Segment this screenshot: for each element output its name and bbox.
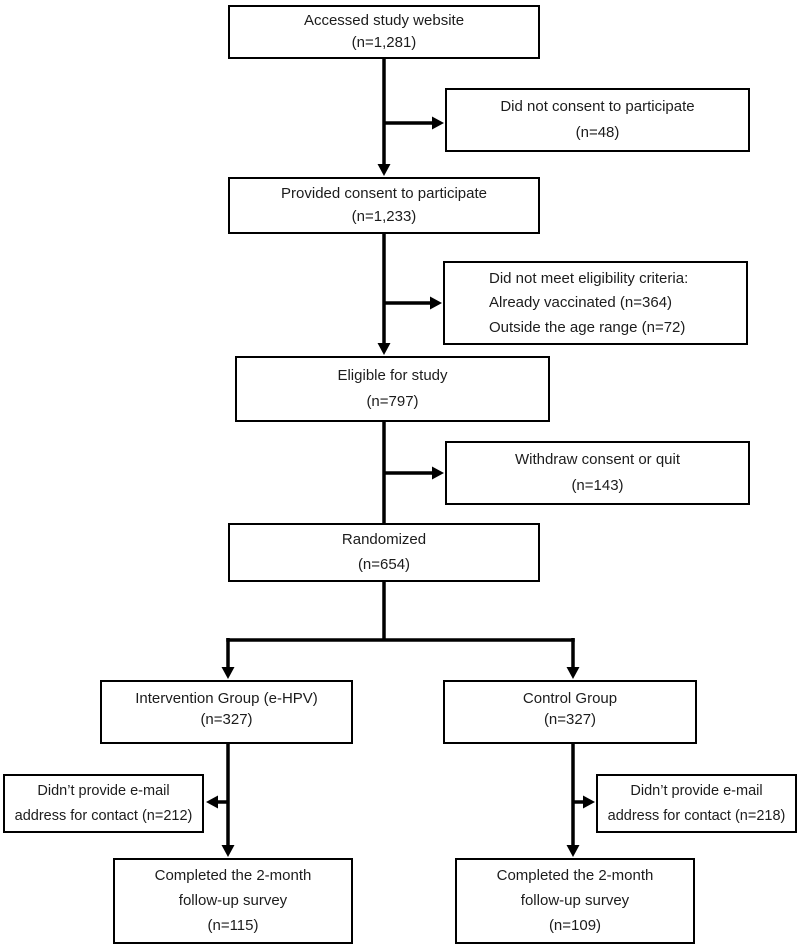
box-line: Randomized (341, 531, 427, 549)
box-line: Accessed study website (303, 11, 465, 29)
flow-box-withdraw-consent: Withdraw consent or quit (n=143) (445, 441, 750, 505)
box-line: Outside the age range (n=72) (489, 318, 686, 336)
connector-randomized-split (221, 581, 580, 679)
box-line: Already vaccinated (n=364) (489, 294, 673, 311)
flow-box-completed-survey-intervention: Completed the 2-month follow-up survey (… (113, 858, 353, 944)
connector-branch-no-email-right (573, 795, 595, 809)
box-line: Did not consent to participate (500, 98, 695, 115)
box-line: Didn’t provide e-mail (630, 783, 763, 800)
flow-box-randomized: Randomized (n=654) (228, 523, 540, 582)
flow-box-provided-consent: Provided consent to participate (n=1,233… (228, 177, 540, 234)
box-line: Withdraw consent or quit (514, 451, 681, 468)
flow-box-eligible-for-study: Eligible for study (n=797) (235, 356, 550, 422)
connector-branch-not-consent (384, 116, 444, 130)
connector-branch-not-eligible (384, 296, 442, 310)
box-count: (n=1,233) (351, 208, 417, 226)
connector-intervention-to-completed (221, 743, 235, 857)
box-line: address for contact (n=218) (607, 807, 786, 824)
box-line: Intervention Group (e-HPV) (135, 690, 318, 707)
flow-box-no-email-intervention: Didn’t provide e-mail address for contac… (3, 774, 204, 833)
box-line: Did not meet eligibility criteria: (489, 269, 689, 287)
connector-branch-no-email-left (206, 795, 228, 809)
box-count: (n=109) (548, 917, 602, 934)
connector-branch-withdraw (384, 466, 444, 480)
box-count: (n=48) (575, 124, 620, 141)
flow-box-no-email-control: Didn’t provide e-mail address for contac… (596, 774, 797, 833)
box-count: (n=797) (366, 393, 419, 411)
flow-box-completed-survey-control: Completed the 2-month follow-up survey (… (455, 858, 695, 944)
connector-consented-to-eligible (377, 233, 391, 355)
box-count: (n=1,281) (351, 34, 417, 52)
connector-control-to-completed (566, 743, 580, 857)
flow-box-did-not-meet-eligibility: Did not meet eligibility criteria: Alrea… (443, 261, 748, 345)
box-count: (n=327) (543, 711, 597, 728)
flow-box-accessed-study-website: Accessed study website (n=1,281) (228, 5, 540, 59)
box-count: (n=143) (571, 477, 624, 494)
box-count: (n=115) (207, 917, 259, 934)
box-line: address for contact (n=212) (14, 807, 193, 824)
box-line: Eligible for study (337, 366, 448, 384)
box-line: Completed the 2-month (496, 867, 654, 884)
box-line: follow-up survey (178, 892, 288, 909)
flow-box-control-group: Control Group (n=327) (443, 680, 697, 744)
box-line: Provided consent to participate (281, 184, 487, 202)
box-count: (n=654) (357, 555, 411, 573)
box-count: (n=327) (200, 711, 253, 728)
connector-accessed-to-consented (377, 58, 391, 176)
box-line: Completed the 2-month (154, 867, 312, 884)
box-line: Control Group (522, 690, 618, 707)
flow-box-did-not-consent: Did not consent to participate (n=48) (445, 88, 750, 152)
box-line: Didn’t provide e-mail (37, 783, 170, 800)
box-line: follow-up survey (520, 892, 630, 909)
flow-box-intervention-group: Intervention Group (e-HPV) (n=327) (100, 680, 353, 744)
